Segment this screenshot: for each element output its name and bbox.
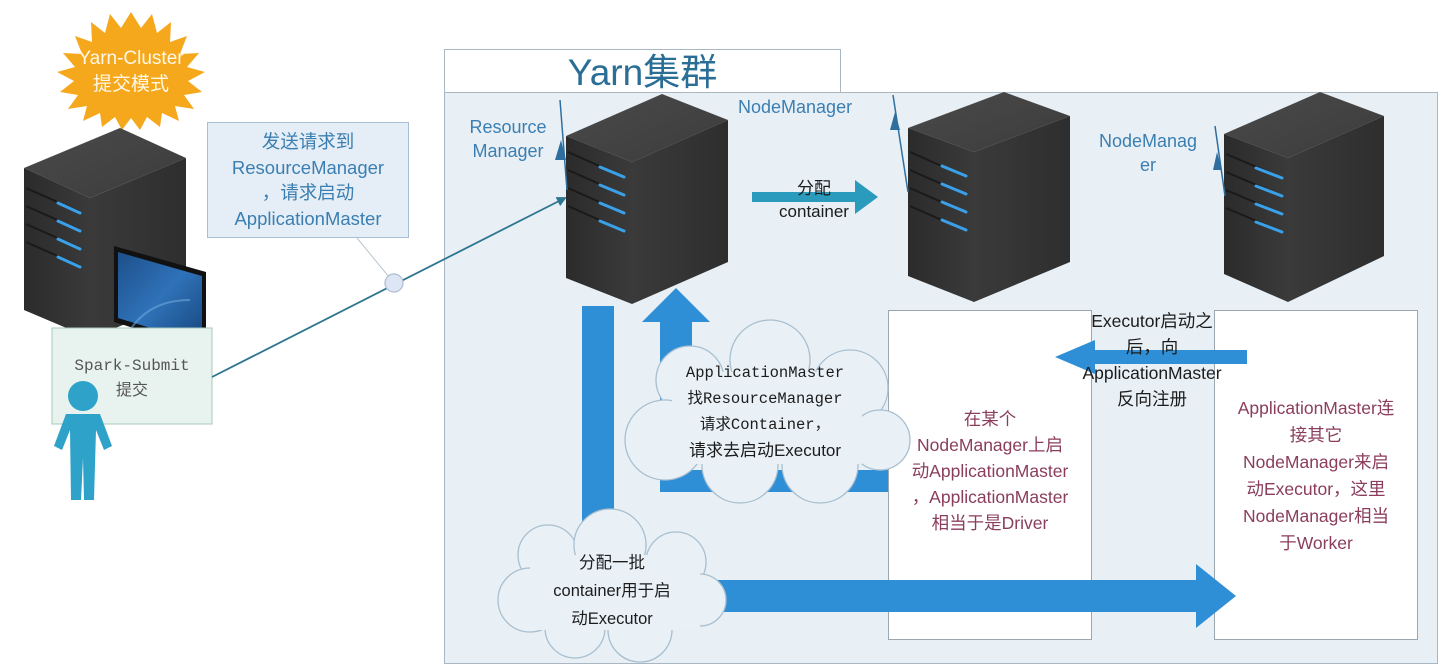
am-box-line-1: 在某个 — [963, 409, 1017, 429]
spark-submit-label: Spark-Submit 提交 — [52, 354, 212, 402]
nm1-label-pointer-head — [890, 112, 900, 130]
allocate-container-label: 分配 container — [756, 177, 872, 223]
worker-line-1: ApplicationMaster连 — [1237, 398, 1395, 418]
callout-line-2: ResourceManager — [231, 156, 385, 178]
cluster-title-box — [444, 49, 841, 95]
spark-submit-line-2: 提交 — [115, 380, 148, 399]
callout-line-4: ApplicationMaster — [234, 207, 382, 229]
nm2-label-line-2: er — [1139, 155, 1156, 175]
rm-label-pointer-head — [555, 140, 566, 160]
allocate-line-1: 分配 — [797, 179, 831, 198]
nm1-label-pointer — [892, 94, 909, 193]
worker-box-text: ApplicationMaster连 接其它 NodeManager来启 动Ex… — [1214, 395, 1418, 557]
executor-register-label: Executor启动之 后，向 ApplicationMaster 反向注册 — [1062, 308, 1242, 412]
register-line-3: ApplicationMaster — [1082, 363, 1222, 383]
allocate-cloud — [497, 508, 727, 663]
callout-line-1: 发送请求到 — [261, 131, 355, 152]
executor-register-arrow — [1055, 340, 1247, 374]
resource-manager-label: Resource Manager — [458, 115, 558, 163]
callout-pointer — [356, 237, 395, 284]
rm-label-pointer — [559, 99, 568, 191]
rm-label-line-1: Resource — [469, 117, 547, 137]
callout-anchor-dot — [384, 273, 404, 293]
badge-line-2: 提交模式 — [92, 74, 169, 95]
node-manager-1-label: NodeManager — [738, 97, 853, 117]
nm2-label-pointer-head — [1213, 152, 1222, 170]
alloc-cloud-line-3: 动Executor — [571, 610, 653, 628]
rm-label-line-2: Manager — [472, 141, 544, 161]
am-box-line-3: 动ApplicationMaster — [911, 461, 1069, 481]
allocate-line-2: container — [779, 202, 849, 221]
register-line-2: 后，向 — [1125, 337, 1179, 357]
worker-box — [1214, 310, 1418, 640]
allocate-container-arrow — [752, 180, 878, 214]
allocate-cloud-text: 分配一批 container用于启 动Executor — [527, 549, 697, 633]
am-cloud-line-4: 请求去启动Executor — [688, 441, 842, 460]
cluster-title: Yarn集群 — [567, 52, 718, 93]
nm2-label-pointer — [1214, 125, 1226, 197]
am-box-line-5: 相当于是Driver — [931, 513, 1049, 533]
register-line-4: 反向注册 — [1117, 389, 1187, 409]
worker-line-2: 接其它 — [1289, 425, 1343, 445]
worker-line-3: NodeManager来启 — [1243, 452, 1389, 472]
worker-line-6: 于Worker — [1279, 533, 1353, 553]
alloc-cloud-line-1: 分配一批 — [579, 554, 645, 572]
alloc-cloud-line-2: container用于启 — [553, 582, 671, 600]
allocate-executors-arrow — [700, 564, 1236, 628]
am-request-cloud — [624, 319, 911, 504]
am-cloud-line-3: 请求Container， — [699, 416, 831, 434]
register-line-1: Executor启动之 — [1091, 311, 1213, 331]
nm2-label-line-1: NodeManag — [1098, 131, 1198, 151]
am-box-line-2: NodeManager上启 — [917, 435, 1063, 455]
node-manager-2-server-icon — [1224, 92, 1384, 302]
person-icon — [54, 381, 112, 500]
node-manager-2-label: NodeManag er — [1088, 129, 1208, 177]
node-manager-1-server-icon — [908, 92, 1070, 302]
badge-line-1: Yarn-Cluster — [78, 48, 184, 69]
resource-manager-server-icon — [566, 94, 728, 304]
am-cloud-line-1: ApplicationMaster — [685, 364, 845, 382]
am-cloud-line-2: 找ResourceManager — [687, 390, 843, 408]
am-box-line-4: ，ApplicationMaster — [911, 487, 1069, 507]
rm-down-bar — [582, 306, 614, 536]
spark-submit-line-1: Spark-Submit — [74, 357, 190, 375]
starburst-shape — [57, 12, 205, 130]
worker-line-4: 动Executor，这里 — [1246, 479, 1386, 499]
am-request-cloud-text: ApplicationMaster 找ResourceManager 请求Con… — [660, 360, 870, 464]
callout-line-3: ，请求启动 — [261, 182, 355, 203]
badge-text: Yarn-Cluster 提交模式 — [60, 46, 202, 98]
request-callout: 发送请求到 ResourceManager ，请求启动 ApplicationM… — [207, 122, 409, 238]
am-box-text: 在某个 NodeManager上启 动ApplicationMaster ，Ap… — [888, 406, 1092, 536]
worker-line-5: NodeManager相当 — [1243, 506, 1389, 526]
